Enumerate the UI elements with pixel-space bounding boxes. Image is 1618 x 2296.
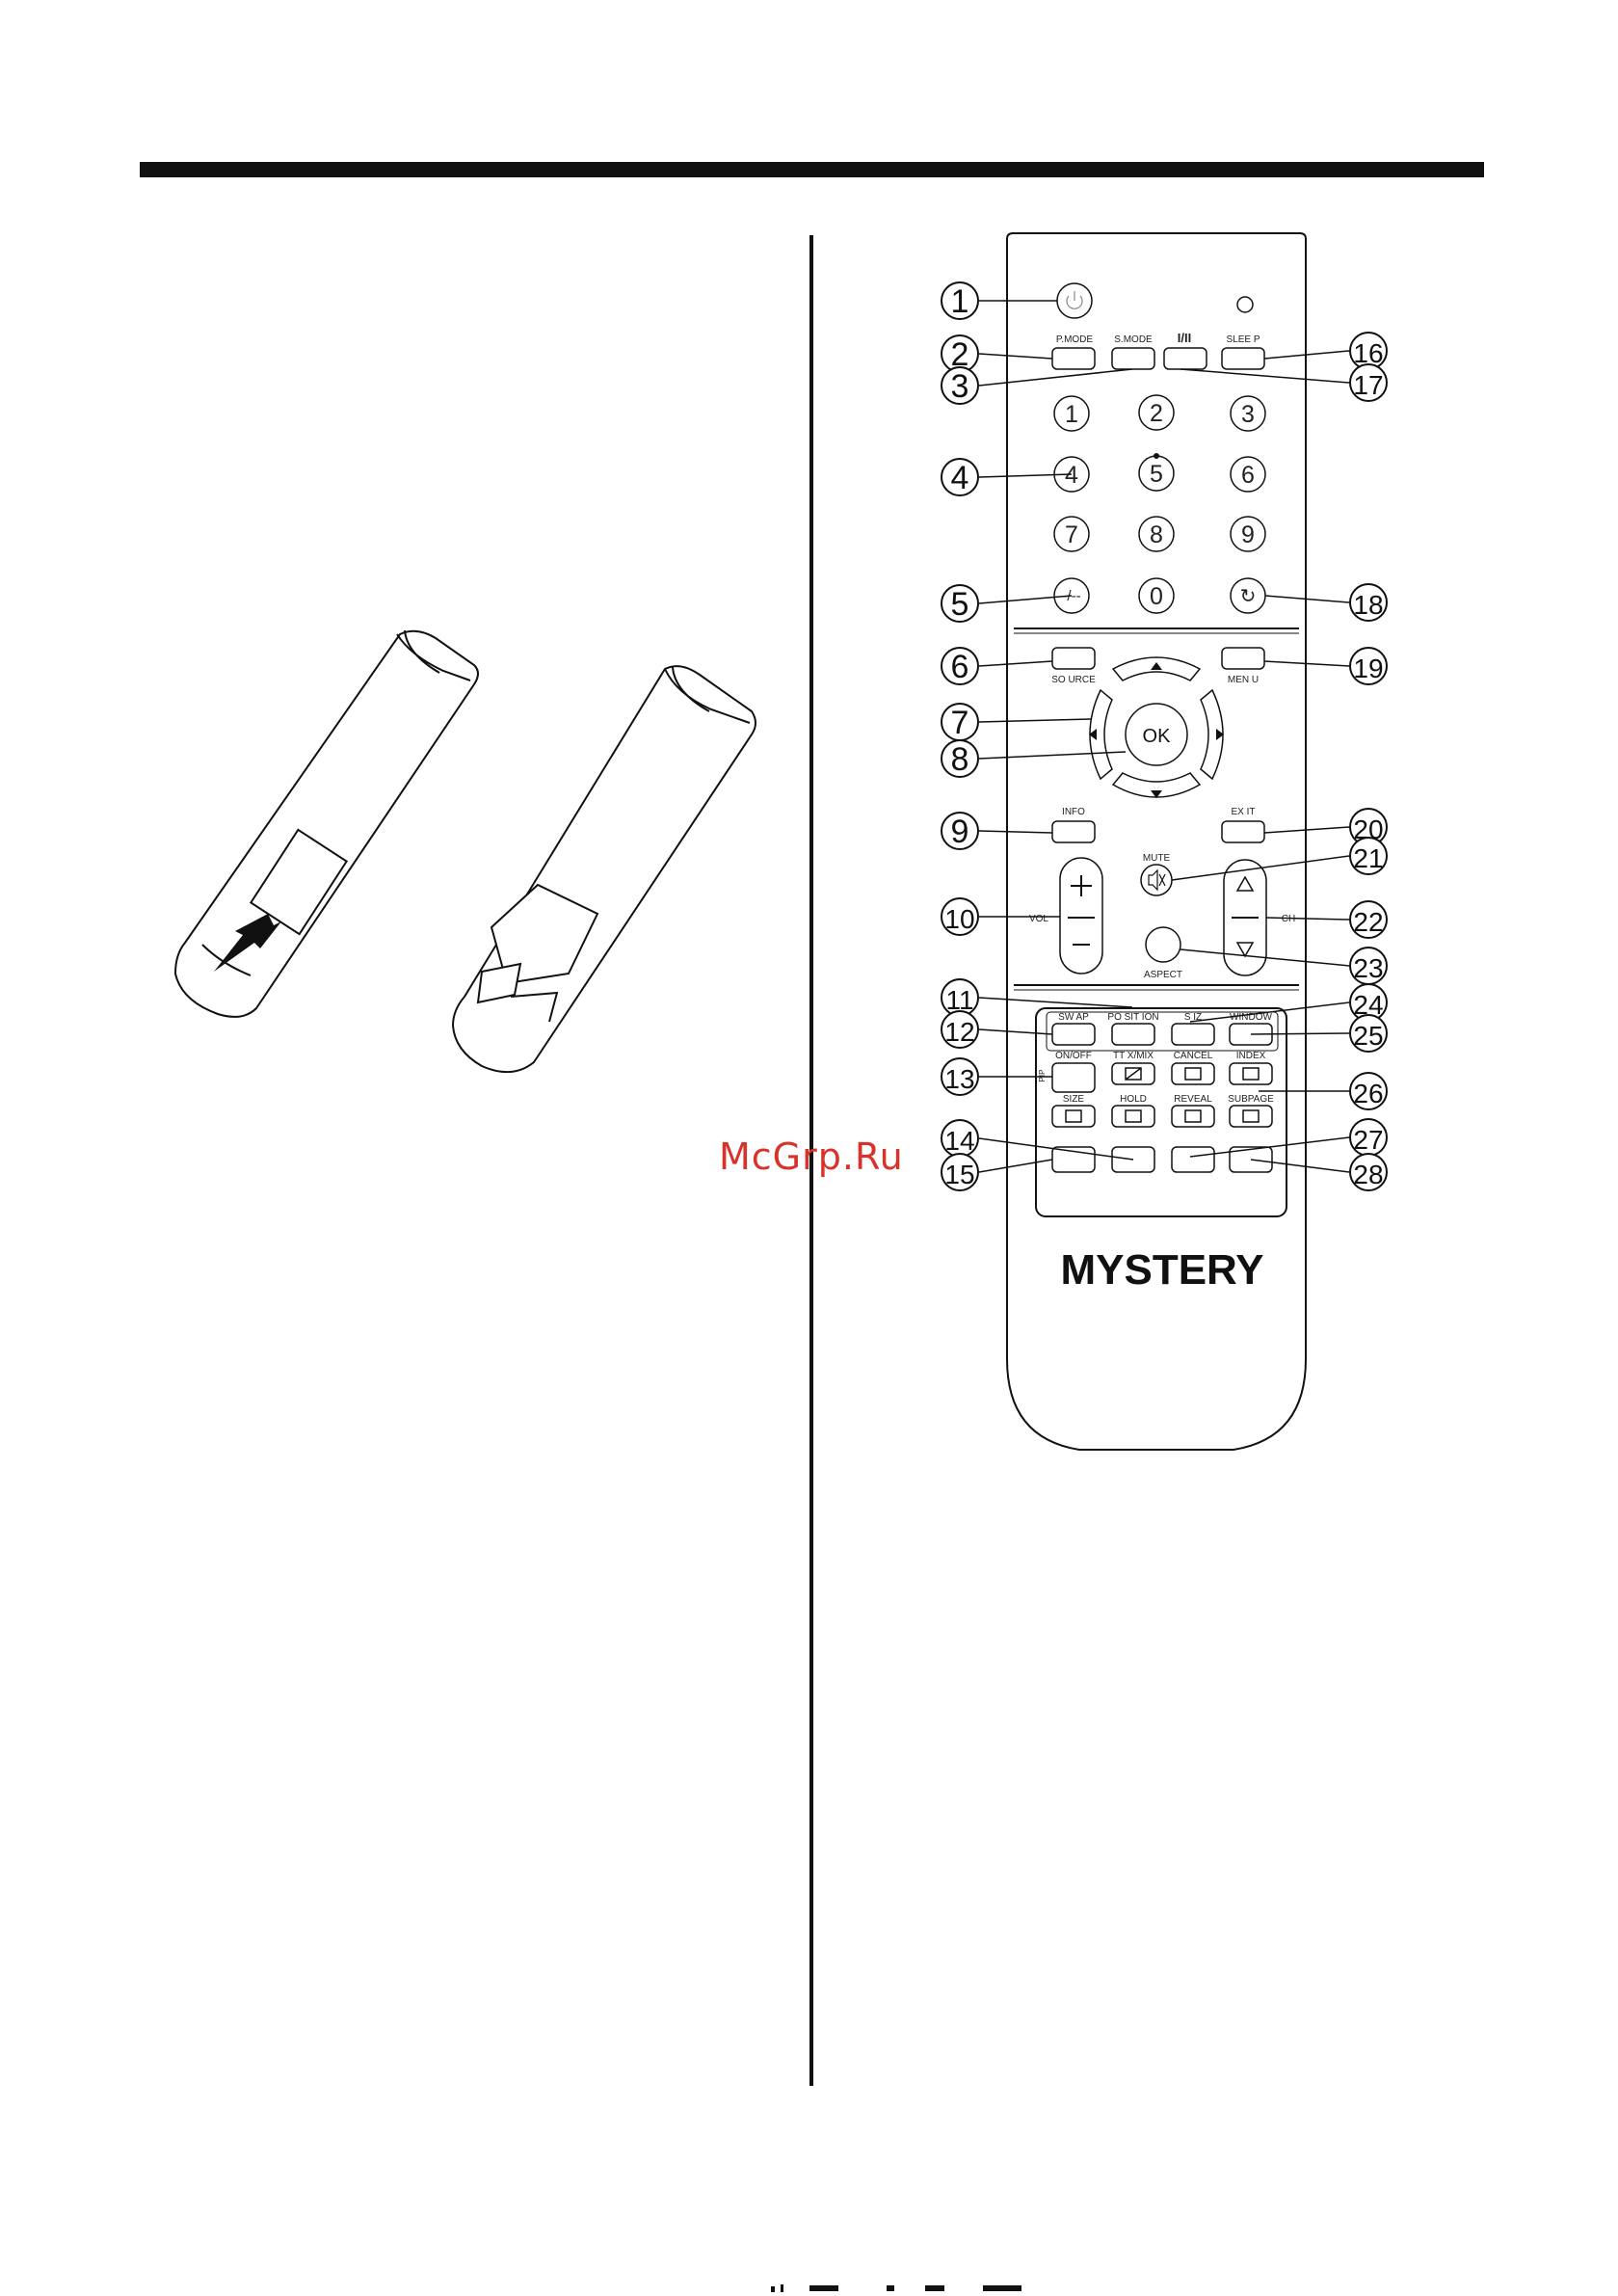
callout-10: 10 (944, 904, 974, 934)
color-key-3[interactable] (1172, 1147, 1214, 1172)
digit-3-label: 3 (1241, 401, 1255, 428)
size-label: SIZE (1063, 1094, 1085, 1105)
callout-27: 27 (1353, 1125, 1383, 1155)
onoff-label: ON/OFF (1055, 1051, 1092, 1061)
mute-label: MUTE (1143, 853, 1171, 864)
aspect-button[interactable] (1146, 927, 1180, 962)
dual-button[interactable] (1164, 348, 1207, 369)
position-label: PO SIT ION (1107, 1012, 1158, 1023)
hold-icon (1126, 1110, 1141, 1122)
callout-5: 5 (951, 586, 969, 623)
remote-back-right (453, 666, 756, 1072)
pip-side-label: PIP (1038, 1070, 1047, 1082)
callout-17: 17 (1353, 370, 1383, 400)
recall-icon: ↻ (1240, 586, 1257, 607)
ok-label: OK (1143, 726, 1172, 747)
index-icon (1243, 1068, 1259, 1080)
sleep-label: SLEE P (1226, 334, 1260, 345)
digit-2-label: 2 (1150, 400, 1163, 427)
subpage-icon (1243, 1110, 1259, 1122)
callout-1: 1 (951, 283, 969, 320)
digit-6-label: 6 (1241, 462, 1255, 489)
sleep-button[interactable] (1222, 348, 1264, 369)
callout-19: 19 (1353, 654, 1383, 683)
callout-23: 23 (1353, 953, 1383, 983)
footer-marks (771, 2283, 1060, 2292)
callout-13: 13 (944, 1064, 974, 1094)
index-label: INDEX (1236, 1051, 1266, 1061)
dual-label: I/II (1178, 331, 1191, 345)
pmode-button[interactable] (1052, 348, 1095, 369)
callout-25: 25 (1353, 1021, 1383, 1051)
pip-size-button[interactable] (1172, 1024, 1214, 1045)
swap-button[interactable] (1052, 1024, 1095, 1045)
smode-label: S.MODE (1114, 334, 1153, 345)
hold-label: HOLD (1120, 1094, 1147, 1105)
callout-7: 7 (951, 705, 969, 741)
digit-7-label: 7 (1065, 521, 1078, 548)
cancel-icon (1185, 1068, 1201, 1080)
callout-15: 15 (944, 1160, 974, 1189)
callout-6: 6 (951, 649, 969, 685)
size-icon (1066, 1110, 1081, 1122)
cancel-label: CANCEL (1174, 1051, 1213, 1061)
battery-illustration (164, 617, 781, 1080)
callout-3: 3 (951, 368, 969, 405)
ttxmix-label: TT X/MIX (1113, 1051, 1154, 1061)
callout-4: 4 (951, 460, 969, 496)
brand-logo: MYSTERY (1060, 1246, 1263, 1294)
callout-26: 26 (1353, 1079, 1383, 1108)
vol-label: VOL (1029, 914, 1048, 924)
digit-5-dot (1154, 453, 1159, 459)
callout-28: 28 (1353, 1160, 1383, 1189)
menu-label: MEN U (1228, 675, 1259, 685)
subpage-label: SUBPAGE (1228, 1094, 1274, 1105)
callouts-left: 1 2 3 4 5 6 7 8 9 10 11 12 13 1 (942, 282, 978, 1190)
reveal-icon (1185, 1110, 1201, 1122)
reveal-label: REVEAL (1174, 1094, 1212, 1105)
position-button[interactable] (1112, 1024, 1154, 1045)
callout-18: 18 (1353, 590, 1383, 620)
callout-12: 12 (944, 1017, 974, 1047)
pip-onoff-button[interactable] (1052, 1063, 1095, 1092)
digit-5-label: 5 (1150, 461, 1163, 488)
remote-diagram: P.MODE S.MODE I/II SLEE P 1 2 3 4 5 6 (915, 231, 1417, 1465)
callout-8: 8 (951, 741, 969, 778)
digit-1-label: 1 (1065, 401, 1078, 428)
remote-back-left (175, 630, 478, 1017)
source-button[interactable] (1052, 648, 1095, 669)
ir-led (1237, 297, 1253, 312)
callout-21: 21 (1353, 843, 1383, 873)
callouts-right: 16 17 18 19 20 21 22 23 24 25 26 27 28 (1350, 333, 1387, 1190)
callout-9: 9 (951, 814, 969, 850)
swap-label: SW AP (1058, 1012, 1089, 1023)
callout-22: 22 (1353, 907, 1383, 937)
ch-label: CH (1282, 914, 1295, 924)
pmode-label: P.MODE (1056, 334, 1093, 345)
source-label: SO URCE (1051, 675, 1096, 685)
digit-0-label: 0 (1150, 583, 1163, 610)
digit-8-label: 8 (1150, 521, 1163, 548)
mute-button[interactable] (1141, 865, 1172, 895)
menu-button[interactable] (1222, 648, 1264, 669)
exit-label: EX IT (1231, 807, 1255, 817)
aspect-label: ASPECT (1144, 970, 1182, 980)
callout-14: 14 (944, 1126, 974, 1156)
exit-button[interactable] (1222, 821, 1264, 842)
info-label: INFO (1062, 807, 1085, 817)
smode-button[interactable] (1112, 348, 1154, 369)
watermark: McGrp.Ru (719, 1135, 904, 1178)
header-rule (140, 162, 1484, 177)
digit-9-label: 9 (1241, 521, 1255, 548)
digit-4-label: 4 (1065, 462, 1078, 489)
info-button[interactable] (1052, 821, 1095, 842)
